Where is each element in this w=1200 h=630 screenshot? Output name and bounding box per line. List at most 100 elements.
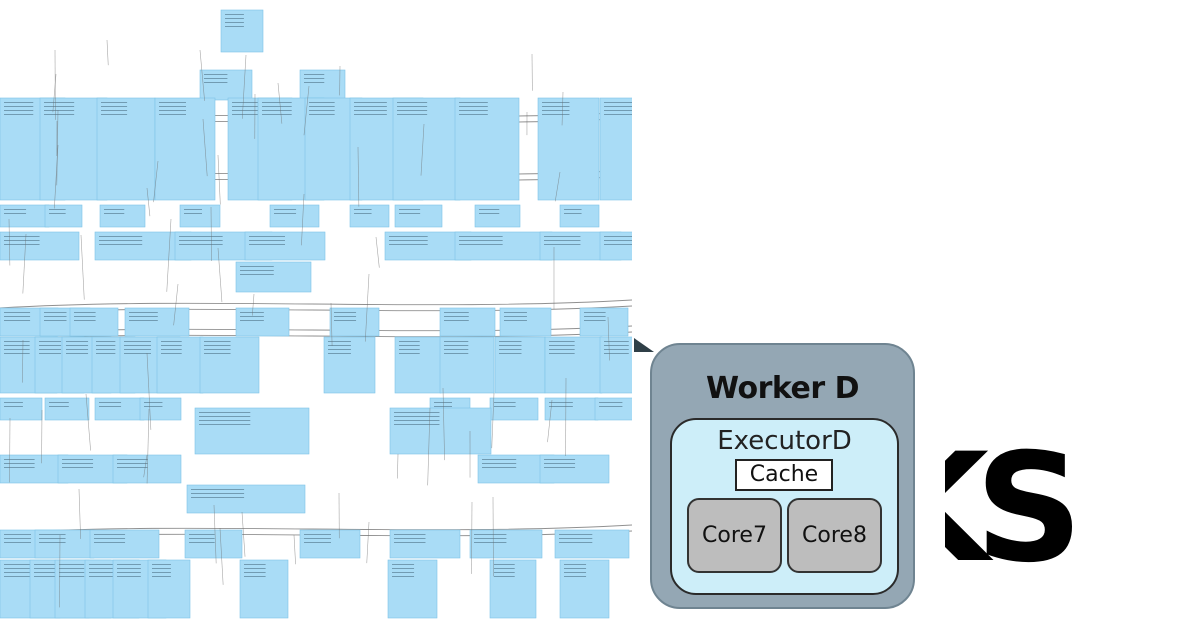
dag-edge (143, 454, 148, 478)
dag-node-text-line (542, 110, 570, 111)
dag-node-text-line (152, 564, 171, 565)
dag-edge (547, 399, 553, 443)
dag-node-text-line (184, 209, 202, 210)
dag-edge (52, 73, 57, 113)
dag-node-text-line (262, 114, 292, 115)
dag-node-text-line (504, 320, 527, 321)
dag-node-text-line (124, 349, 151, 350)
dag-node-text-line (39, 538, 66, 539)
core-box: Core7 (687, 498, 782, 573)
dag-node-text-line (544, 463, 576, 464)
dag-node-text-line (444, 316, 469, 317)
dag-edge (364, 273, 370, 342)
dag-node-text-line (159, 106, 186, 107)
dag-node-text-line (104, 213, 125, 214)
dag-node-text-line (354, 110, 387, 111)
dag-node-text-line (604, 240, 632, 241)
dag-node-text-line (4, 349, 30, 350)
dag-node-text-line (549, 406, 573, 407)
dag-node-text-line (399, 349, 420, 350)
dag-node-text-line (4, 209, 27, 210)
dag-node-text-line (96, 353, 116, 354)
dag-node-text-line (117, 564, 141, 565)
dag-edge (213, 504, 217, 564)
dag-node-text-line (232, 106, 261, 107)
dag-edge (471, 501, 473, 574)
dag-node (147, 559, 191, 619)
dag-edge (8, 218, 11, 266)
dag-edge (153, 160, 159, 203)
dag-node-text-line (4, 568, 31, 569)
dag-node-text-line (564, 213, 582, 214)
dag-node-text-line (604, 341, 629, 342)
dag-node-text-line (161, 349, 182, 350)
dag-node (154, 97, 216, 201)
dag-node-text-line (397, 110, 428, 111)
dag-node-text-line (244, 576, 266, 577)
dag-node-text-line (99, 406, 122, 407)
dag-node-text-line (124, 341, 151, 342)
dag-edge (241, 511, 246, 557)
dag-node-text-line (549, 349, 575, 350)
dag-node-text-line (482, 463, 517, 464)
dag-node-text-line (309, 114, 335, 115)
dag-node-text-line (399, 213, 421, 214)
dag-node-text-line (249, 244, 285, 245)
dag-node-text-line (249, 236, 285, 237)
dag-node-text-line (399, 209, 421, 210)
dag-edge (293, 534, 296, 565)
dag-node-text-line (444, 353, 469, 354)
dag-node-text-line (549, 345, 575, 346)
dag-node-text-line (4, 564, 31, 565)
dag-node-text-line (152, 568, 171, 569)
dag-node-text-line (204, 74, 228, 75)
dag-node-text-line (444, 349, 469, 350)
dag-node-text-line (479, 209, 500, 210)
execution-dag-diagram (0, 9, 632, 619)
dag-node-text-line (44, 316, 67, 317)
dag-node-text-line (394, 538, 426, 539)
dag-node (139, 397, 182, 421)
dag-node-text-line (89, 568, 114, 569)
dag-node (489, 559, 537, 619)
dag-node-text-line (394, 542, 426, 543)
dag-node-text-line (309, 110, 335, 111)
dag-node-text-line (199, 416, 251, 417)
dag-node-text-line (549, 402, 573, 403)
dag-node-text-line (304, 538, 331, 539)
dag-node-text-line (394, 534, 426, 535)
dag-node (489, 397, 539, 421)
dag-node-text-line (240, 270, 274, 271)
dag-node-text-line (399, 353, 420, 354)
dag-node-text-line (542, 102, 570, 103)
dag-node-text-line (544, 236, 581, 237)
executor-title: ExecutorD (717, 426, 852, 456)
dag-node-text-line (309, 102, 335, 103)
dag-node-text-line (4, 463, 35, 464)
dag-node-text-line (204, 82, 228, 83)
dag-node-text-line (304, 542, 331, 543)
dag-node-text-line (191, 489, 245, 490)
dag-node-text-line (604, 236, 632, 237)
dag-node-text-line (559, 538, 593, 539)
dag-node-text-line (459, 236, 503, 237)
dag-node-text-line (394, 420, 440, 421)
dag-node-text-line (4, 240, 40, 241)
dag-node-text-line (599, 406, 623, 407)
dag-edge (554, 171, 561, 202)
dag-edge (0, 299, 632, 309)
dag-node-text-line (444, 341, 469, 342)
dag-edge (366, 521, 370, 564)
dag-node-text-line (189, 542, 215, 543)
dag-node-text-line (244, 568, 266, 569)
dag-node-text-line (101, 102, 128, 103)
dag-node-text-line (564, 209, 582, 210)
dag-node-text-line (474, 542, 507, 543)
dag-node-text-line (240, 274, 274, 275)
dag-node-text-line (62, 459, 94, 460)
dag-node-text-line (309, 106, 335, 107)
dag-node-text-line (328, 341, 351, 342)
dag-node-text-line (604, 349, 629, 350)
dag-node-text-line (49, 209, 66, 210)
dag-node (0, 204, 50, 228)
